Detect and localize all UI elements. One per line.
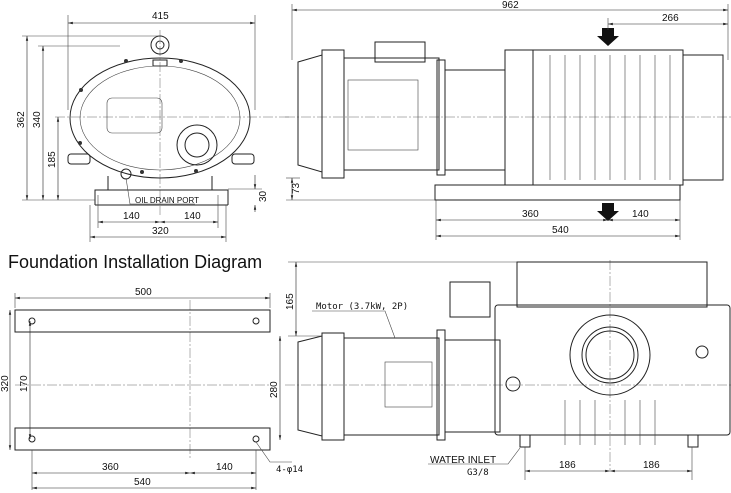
dim-140: 140 [632, 209, 649, 220]
foundation-plan: 500 320 170 360 140 540 4-φ14 [0, 287, 303, 490]
foundation-diagram-title: Foundation Installation Diagram [8, 252, 262, 272]
side-view: 962 266 73 360 140 540 [285, 0, 731, 240]
dim-186-left: 186 [559, 460, 576, 471]
dim-962: 962 [502, 0, 519, 11]
outlet-arrow-icon [597, 203, 619, 221]
water-inlet-thread: G3/8 [467, 468, 489, 478]
front-view: 415 362 340 185 30 140 140 320 OIL DRAIN… [16, 11, 290, 242]
dim-185: 185 [47, 151, 58, 168]
dim-415: 415 [152, 11, 169, 22]
dim-320: 320 [152, 226, 169, 237]
dim-140-left: 140 [123, 211, 140, 222]
dim-500: 500 [135, 287, 152, 298]
top-view: 165 280 Motor (3.7kW, 2P) WATER INLET G3… [269, 260, 731, 480]
dim-140: 140 [216, 462, 233, 473]
dim-73: 73 [291, 182, 302, 194]
dim-540: 540 [552, 225, 569, 236]
oil-drain-port-label: OIL DRAIN PORT [135, 196, 199, 205]
dim-186-right: 186 [643, 460, 660, 471]
dim-165: 165 [285, 293, 296, 310]
inlet-arrow-icon [597, 28, 619, 46]
dim-266: 266 [662, 13, 679, 24]
dim-340: 340 [32, 111, 43, 128]
dim-140-right: 140 [184, 211, 201, 222]
dim-170: 170 [19, 375, 30, 392]
dim-280: 280 [269, 381, 280, 398]
dim-30: 30 [258, 190, 269, 202]
dim-360: 360 [522, 209, 539, 220]
dim-320: 320 [0, 375, 11, 392]
water-inlet-label: WATER INLET [430, 455, 496, 466]
motor-label: Motor (3.7kW, 2P) [316, 302, 408, 312]
hole-spec-label: 4-φ14 [276, 465, 303, 475]
dim-540: 540 [134, 477, 151, 488]
dim-362: 362 [16, 111, 27, 128]
dim-360: 360 [102, 462, 119, 473]
